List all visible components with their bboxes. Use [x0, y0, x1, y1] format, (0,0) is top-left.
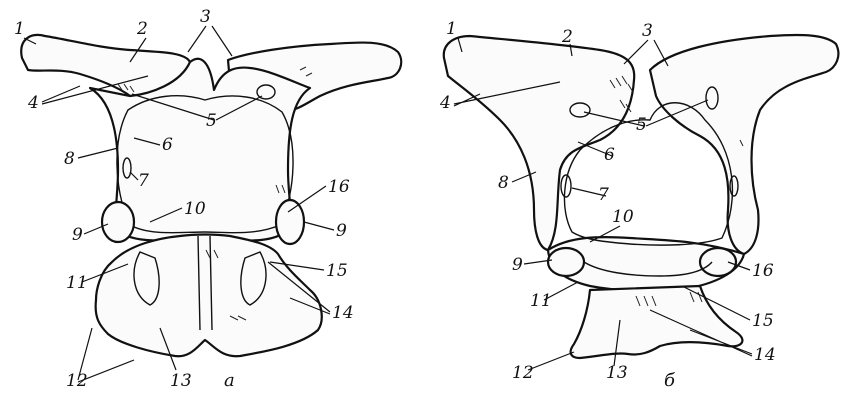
panel-b-left-knob	[548, 248, 584, 276]
panel-b	[444, 35, 839, 358]
panel-a-label-8: 8	[64, 149, 75, 169]
panel-b-caption: б	[664, 370, 676, 391]
panel-a-label-13: 13	[170, 371, 192, 391]
panel-a-label-15: 15	[326, 261, 348, 281]
panel-a-label-4: 4	[27, 93, 39, 113]
panel-b-label-16: 16	[752, 261, 774, 281]
panel-a-label-16: 16	[328, 177, 350, 197]
panel-a-label-1: 1	[14, 19, 25, 39]
panel-a-label-7: 7	[138, 171, 149, 191]
panel-b-label-2: 2	[561, 27, 573, 47]
panel-b-label-4: 4	[439, 93, 451, 113]
panel-a-right-knob	[276, 200, 304, 244]
panel-a-lower-process	[96, 235, 322, 357]
panel-b-label-8: 8	[498, 173, 509, 193]
panel-a-label-12: 12	[66, 371, 88, 391]
panel-a-left-knob	[102, 202, 134, 242]
panel-a-label-9-left: 9	[72, 225, 83, 245]
panel-b-label-3: 3	[642, 21, 653, 41]
panel-a-label-2: 2	[136, 19, 148, 39]
panel-a-label-10: 10	[184, 199, 206, 219]
panel-a-label-14: 14	[332, 303, 354, 323]
panel-b-right-wing	[650, 35, 838, 254]
panel-b-label-11: 11	[530, 291, 552, 311]
panel-b-label-15: 15	[752, 311, 774, 331]
panel-b-left-wing	[444, 36, 634, 250]
panel-b-lower-process	[571, 286, 743, 358]
panel-b-label-14: 14	[754, 345, 776, 365]
panel-a-label-5: 5	[206, 111, 217, 131]
panel-b-label-9: 9	[512, 255, 523, 275]
panel-a-label-3: 3	[200, 7, 211, 27]
panel-a-label-9-right: 9	[336, 221, 347, 241]
panel-b-label-1: 1	[446, 19, 457, 39]
panel-b-label-10: 10	[612, 207, 634, 227]
panel-a-caption: а	[224, 370, 235, 391]
panel-a-label-11: 11	[66, 273, 88, 293]
panel-b-label-12: 12	[512, 363, 534, 383]
panel-b-label-13: 13	[606, 363, 628, 383]
panel-b-right-knob	[700, 248, 736, 276]
panel-a-label-6: 6	[162, 135, 173, 155]
